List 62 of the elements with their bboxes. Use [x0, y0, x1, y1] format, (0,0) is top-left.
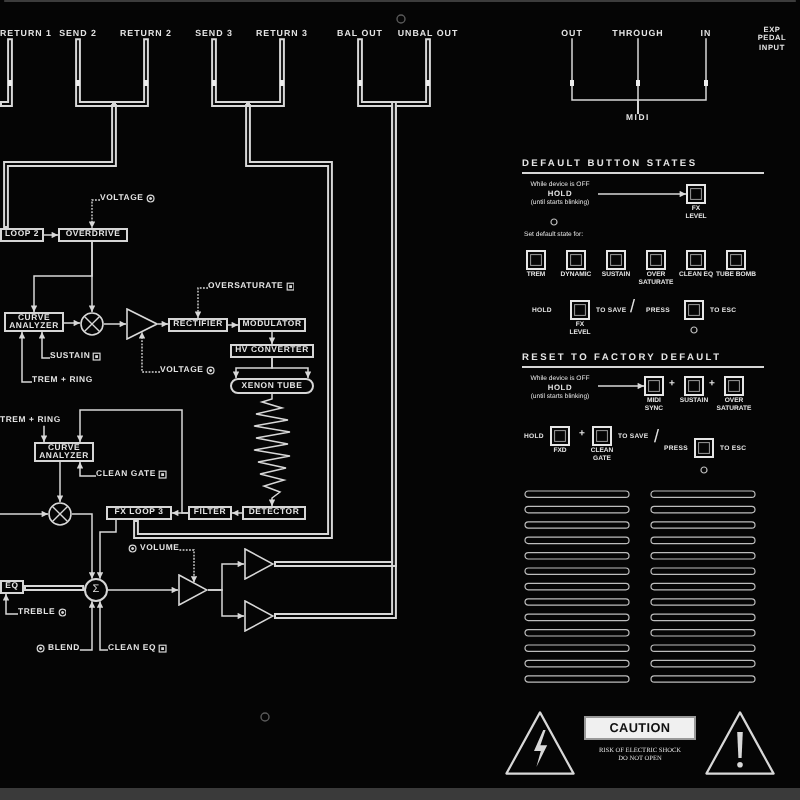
arrow [597, 382, 645, 390]
connector-line [637, 37, 707, 115]
zigzag-arrow [253, 393, 291, 507]
slash-separator: / [654, 428, 660, 446]
footswitch-button [570, 300, 590, 320]
footswitch-button [644, 376, 664, 396]
amplifier-triangle [178, 574, 208, 606]
arrow [71, 513, 96, 580]
cable-line [274, 38, 431, 619]
footswitch-button [592, 426, 612, 446]
cable-line [133, 104, 333, 539]
arrow [76, 409, 189, 514]
footswitch-button [684, 300, 704, 320]
cable-line [274, 38, 397, 567]
cable-arrow [24, 584, 85, 592]
arrow [63, 319, 81, 327]
cable-line [75, 38, 114, 107]
dotted-control-arrow [194, 287, 209, 319]
footswitch-button [724, 376, 744, 396]
cable-line [248, 38, 285, 107]
dotted-control-arrow [138, 331, 161, 373]
arrow [2, 593, 19, 615]
amplifier-triangle [244, 600, 274, 632]
arrow [268, 331, 276, 345]
multiplier-circle [80, 312, 104, 336]
amplifier-triangle [126, 308, 158, 340]
arrow [79, 600, 96, 651]
amplifier-triangle [244, 548, 274, 580]
arrow [271, 357, 312, 379]
footswitch-button [550, 426, 570, 446]
arrow [0, 510, 49, 518]
arrow [107, 586, 179, 594]
arrow [96, 600, 109, 651]
arrow [56, 461, 64, 503]
footswitch-button [694, 438, 714, 458]
cable-line [0, 38, 13, 107]
footswitch-button [686, 250, 706, 270]
arrow [157, 320, 169, 328]
footswitch-button [566, 250, 586, 270]
arrow [76, 461, 97, 477]
multiplier-circle [48, 502, 72, 526]
footswitch-button [606, 250, 626, 270]
arrow [18, 331, 33, 383]
arrow [227, 321, 239, 329]
cable-line [211, 38, 248, 107]
arrow [103, 320, 127, 328]
arrow [30, 241, 93, 313]
footswitch-button [526, 250, 546, 270]
footswitch-button [646, 250, 666, 270]
footswitch-button [726, 250, 746, 270]
arrow [207, 589, 245, 620]
arrow [43, 231, 59, 239]
dotted-control-arrow [88, 199, 101, 229]
footswitch-button [686, 184, 706, 204]
slash-separator: / [630, 298, 636, 316]
footswitch-button [684, 376, 704, 396]
arrow [231, 509, 243, 517]
arrow [96, 519, 117, 580]
arrow [40, 424, 48, 443]
dotted-control-arrow [178, 549, 198, 584]
arrow [597, 190, 687, 198]
arrow [38, 331, 51, 359]
